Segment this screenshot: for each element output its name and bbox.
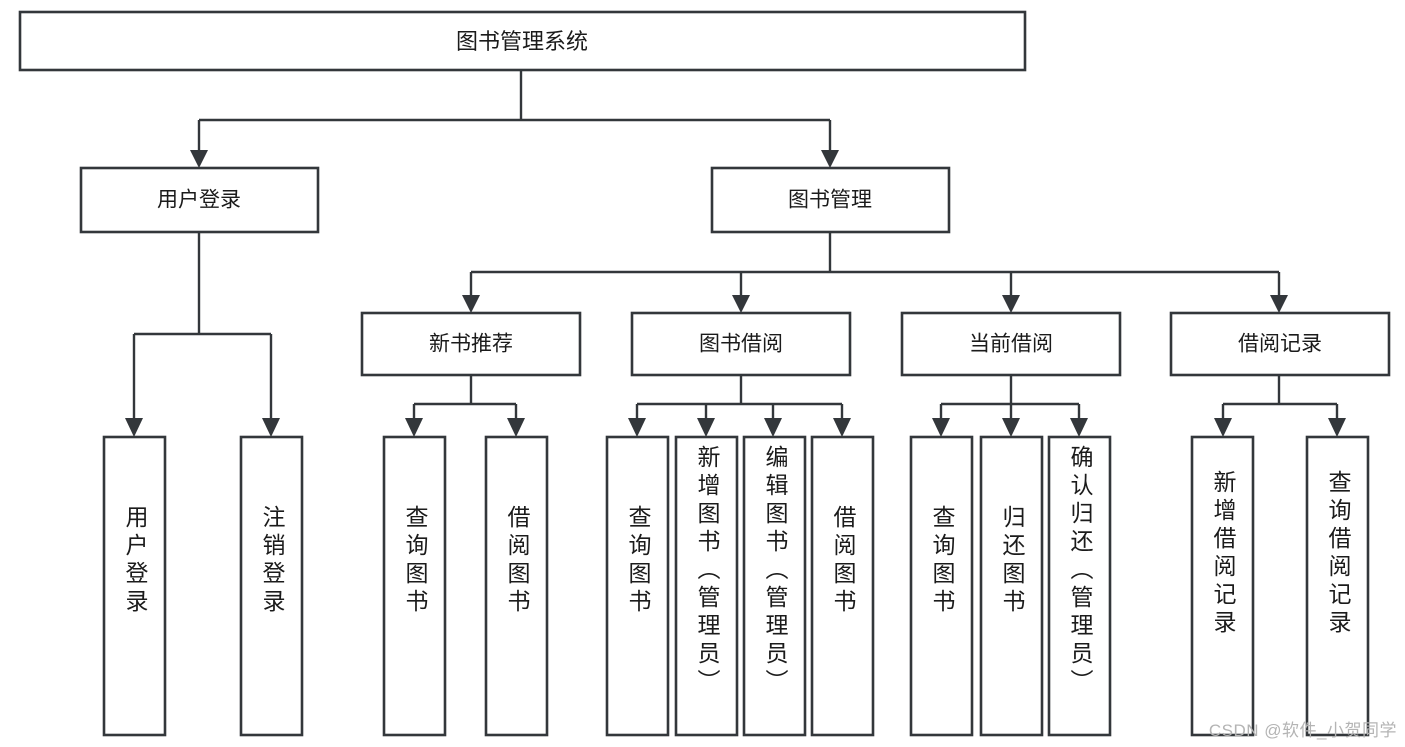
arrow-to-leaf-cur-confirm bbox=[1070, 418, 1088, 437]
arrow-to-leaf-borrow-add bbox=[697, 418, 715, 437]
leaf-box-cur-return[interactable] bbox=[979, 435, 1044, 737]
node-user-login-box[interactable] bbox=[79, 166, 320, 234]
node-current-borrow-label: 当前借阅 bbox=[969, 333, 1053, 356]
leaf-box-borrow-query[interactable] bbox=[605, 435, 670, 737]
arrow-to-leaf-rec-query2 bbox=[1328, 418, 1346, 437]
node-user-login-label: 用户登录 bbox=[157, 189, 241, 212]
arrow-to-leaf-cur-query bbox=[932, 418, 950, 437]
arrow-to-leaf-cur-return bbox=[1002, 418, 1020, 437]
leaf-box-layer bbox=[102, 435, 1370, 737]
arrow-root-to-book-manage bbox=[821, 150, 839, 168]
node-new-book-rec-box[interactable] bbox=[360, 311, 582, 377]
node-book-manage[interactable]: 图书管理 bbox=[710, 166, 951, 234]
leaf-box-borrow-do[interactable] bbox=[810, 435, 875, 737]
node-current-borrow-box[interactable] bbox=[900, 311, 1122, 377]
leaf-box-borrow-add[interactable] bbox=[674, 435, 739, 737]
arrow-to-current-borrow bbox=[1002, 295, 1020, 313]
connector-layer bbox=[125, 70, 1346, 437]
leaf-box-cur-query[interactable] bbox=[909, 435, 974, 737]
arrow-to-borrow-record bbox=[1270, 295, 1288, 313]
node-new-book-rec[interactable]: 新书推荐 bbox=[360, 311, 582, 377]
node-root-box[interactable] bbox=[18, 10, 1027, 72]
node-layer: 图书管理系统 用户登录 图书管理 新书推荐 图书借阅 bbox=[18, 10, 1391, 737]
node-book-borrow-box[interactable] bbox=[630, 311, 852, 377]
arrow-to-leaf-logout bbox=[262, 418, 280, 437]
csdn-watermark: CSDN @软件_小贺同学 bbox=[1208, 721, 1397, 740]
node-book-borrow[interactable]: 图书借阅 bbox=[630, 311, 852, 377]
arrow-to-leaf-borrow-do bbox=[833, 418, 851, 437]
node-borrow-record-label: 借阅记录 bbox=[1238, 333, 1322, 356]
arrow-to-book-borrow bbox=[732, 295, 750, 313]
leaf-box-rec-query2[interactable] bbox=[1305, 435, 1370, 737]
leaf-box-borrow-edit[interactable] bbox=[742, 435, 807, 737]
node-book-borrow-label: 图书借阅 bbox=[699, 333, 783, 356]
node-user-login[interactable]: 用户登录 bbox=[79, 166, 320, 234]
node-book-manage-label: 图书管理 bbox=[788, 189, 872, 212]
leaf-box-rec-borrow[interactable] bbox=[484, 435, 549, 737]
arrow-to-leaf-borrow-edit bbox=[764, 418, 782, 437]
node-current-borrow[interactable]: 当前借阅 bbox=[900, 311, 1122, 377]
leaf-box-logout[interactable] bbox=[239, 435, 304, 737]
arrow-to-leaf-rec-query bbox=[405, 418, 423, 437]
leaf-box-rec-add[interactable] bbox=[1190, 435, 1255, 737]
node-book-manage-box[interactable] bbox=[710, 166, 951, 234]
node-new-book-rec-label: 新书推荐 bbox=[429, 333, 513, 356]
node-borrow-record-box[interactable] bbox=[1169, 311, 1391, 377]
leaf-box-cur-confirm[interactable] bbox=[1047, 435, 1112, 737]
arrow-to-leaf-rec-borrow bbox=[507, 418, 525, 437]
node-root[interactable]: 图书管理系统 bbox=[18, 10, 1027, 72]
arrow-to-new-book-rec bbox=[462, 295, 480, 313]
arrow-to-leaf-borrow-query bbox=[628, 418, 646, 437]
arrow-root-to-user-login bbox=[190, 150, 208, 168]
leaf-box-user-login[interactable] bbox=[102, 435, 167, 737]
arrow-to-leaf-rec-add bbox=[1214, 418, 1232, 437]
arrow-to-leaf-user-login bbox=[125, 418, 143, 437]
leaf-box-rec-query[interactable] bbox=[382, 435, 447, 737]
node-root-label: 图书管理系统 bbox=[456, 29, 588, 54]
node-borrow-record[interactable]: 借阅记录 bbox=[1169, 311, 1391, 377]
